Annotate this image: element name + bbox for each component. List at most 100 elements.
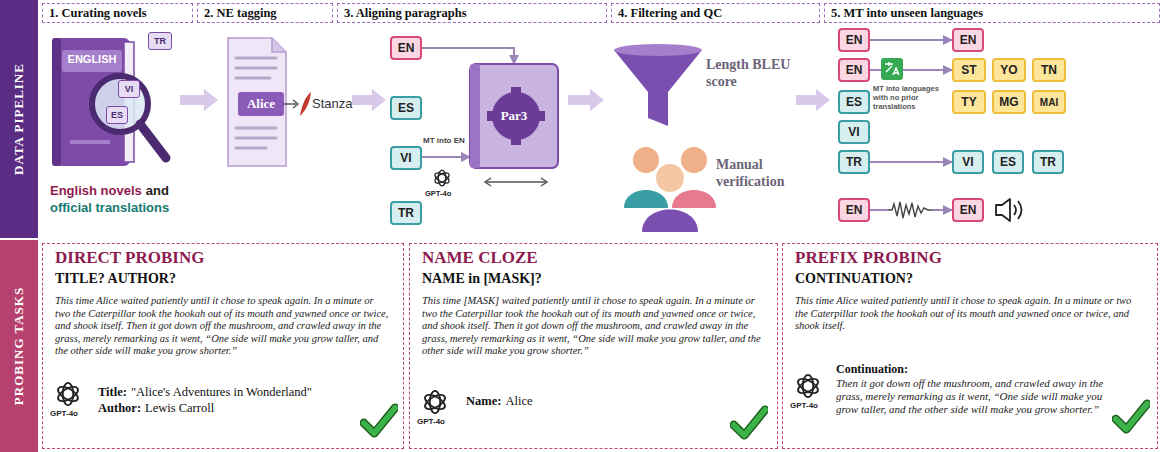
- task-title: PREFIX PROBING: [795, 248, 1145, 268]
- flow-arrow: [352, 89, 386, 111]
- box-label: TR: [398, 206, 414, 220]
- language-box: ES: [838, 90, 870, 114]
- language-box: VI: [390, 146, 422, 170]
- box-label: MAI: [1040, 97, 1058, 108]
- check-mark: [734, 410, 765, 436]
- book-illustration: [487, 111, 495, 121]
- gpt-icon: [423, 391, 447, 413]
- language-box: TN: [1032, 58, 1066, 82]
- language-box: TR: [1032, 150, 1064, 174]
- answer-value: Lewis Carroll: [145, 401, 214, 416]
- language-box: MG: [992, 90, 1026, 114]
- answer-key: Name:: [466, 394, 501, 409]
- box-label: TR: [846, 155, 862, 169]
- book-illustration: [52, 38, 61, 166]
- box-label: Alice: [247, 96, 275, 112]
- stage-header: 2. NE tagging: [197, 3, 333, 23]
- language-box: EN: [390, 36, 422, 60]
- document-illustration: [236, 137, 276, 140]
- people-icon: [656, 164, 684, 192]
- book-illustration: [52, 38, 166, 166]
- box-label: EN: [846, 33, 863, 47]
- caption-text: English novels: [50, 183, 142, 198]
- people-icon: [681, 147, 707, 173]
- book-illustration: [485, 178, 547, 186]
- document-illustration: [236, 147, 266, 150]
- aligner-badge: Par3: [470, 64, 558, 168]
- language-box: VI: [838, 120, 870, 144]
- speaker-icon: [996, 199, 1010, 221]
- document-illustration: [236, 57, 276, 60]
- translate-icon: [885, 62, 899, 75]
- cover-title: ENGLISH: [62, 53, 122, 65]
- answer-value: Then it got down off the mushroom, and c…: [836, 377, 1106, 416]
- translate-icon: [881, 58, 903, 80]
- document-illustration: [236, 77, 270, 80]
- language-box: EN: [838, 58, 870, 82]
- passage-text: This time Alice waited patiently until i…: [795, 295, 1145, 333]
- box-label: DATA PIPELINE: [11, 63, 27, 175]
- language-box: EN: [952, 198, 984, 222]
- people-icon: [642, 210, 698, 233]
- box-label: YO: [1000, 63, 1017, 77]
- book-illustration: [470, 64, 558, 168]
- speaker-icon: [1014, 201, 1022, 219]
- book-illustration: [511, 137, 521, 145]
- box-label: EN: [398, 41, 415, 55]
- document-illustration: [272, 38, 286, 52]
- box-label: MG: [999, 95, 1018, 109]
- book-illustration: [486, 181, 546, 183]
- task-title: NAME CLOZE: [422, 248, 765, 268]
- box-label: VI: [962, 155, 973, 169]
- book-illustration: [70, 140, 110, 144]
- language-box: EN: [952, 28, 984, 52]
- language-box: EN: [838, 198, 870, 222]
- people-icon: [633, 147, 659, 173]
- box-label: EN: [846, 63, 863, 77]
- document-illustration: [284, 103, 296, 105]
- language-box: TR: [390, 201, 422, 225]
- flow-connector: [870, 161, 952, 163]
- box-label: TY: [961, 95, 976, 109]
- flow-connector: [422, 156, 470, 158]
- box-label: VI: [400, 151, 411, 165]
- flow-arrow: [796, 89, 830, 111]
- speaker-icon: [996, 199, 1022, 221]
- flow-connector: [422, 48, 514, 64]
- book-illustration: [492, 92, 540, 140]
- answer-value: Alice: [505, 394, 532, 409]
- document-illustration: [228, 38, 286, 166]
- answer-key: Author:: [98, 401, 141, 416]
- step-note: MT into languages with no prior translat…: [873, 84, 947, 111]
- box-label: ST: [961, 63, 976, 77]
- box-label: ES: [398, 101, 414, 115]
- model-name: GPT-4o: [425, 189, 451, 198]
- book-illustration: [62, 50, 122, 72]
- document-illustration: [236, 67, 276, 70]
- box-label: 5. MT into unseen languages: [831, 6, 983, 20]
- language-box: MAI: [1032, 90, 1066, 114]
- box-label: 3. Aligning paragraphs: [344, 6, 467, 20]
- gpt-icon: [433, 170, 450, 186]
- book-illustration: [140, 124, 166, 158]
- translate-icon: [881, 58, 903, 80]
- waveform-icon: [888, 202, 932, 218]
- box-label: EN: [960, 33, 977, 47]
- answer-value: "Alice's Adventures in Wonderland": [131, 385, 312, 400]
- tool-name: Stanza: [312, 96, 352, 111]
- flow-arrow: [180, 89, 218, 111]
- box-label: VI: [848, 125, 859, 139]
- answer-key: Continuation:: [836, 362, 908, 377]
- people-icon: [624, 190, 668, 208]
- step-note: Manual verification: [716, 156, 804, 190]
- language-box: VI: [952, 150, 984, 174]
- box-label: ES: [846, 95, 862, 109]
- language-box: TY: [952, 90, 986, 114]
- language-box: TR: [838, 150, 870, 174]
- document-illustration: [228, 38, 311, 166]
- task-panel: NAME CLOZENAME in [MASK]?This time [MASK…: [409, 243, 778, 449]
- task-question: NAME in [MASK]?: [422, 271, 765, 287]
- check-mark: [364, 408, 395, 434]
- funnel-icon: [614, 44, 702, 56]
